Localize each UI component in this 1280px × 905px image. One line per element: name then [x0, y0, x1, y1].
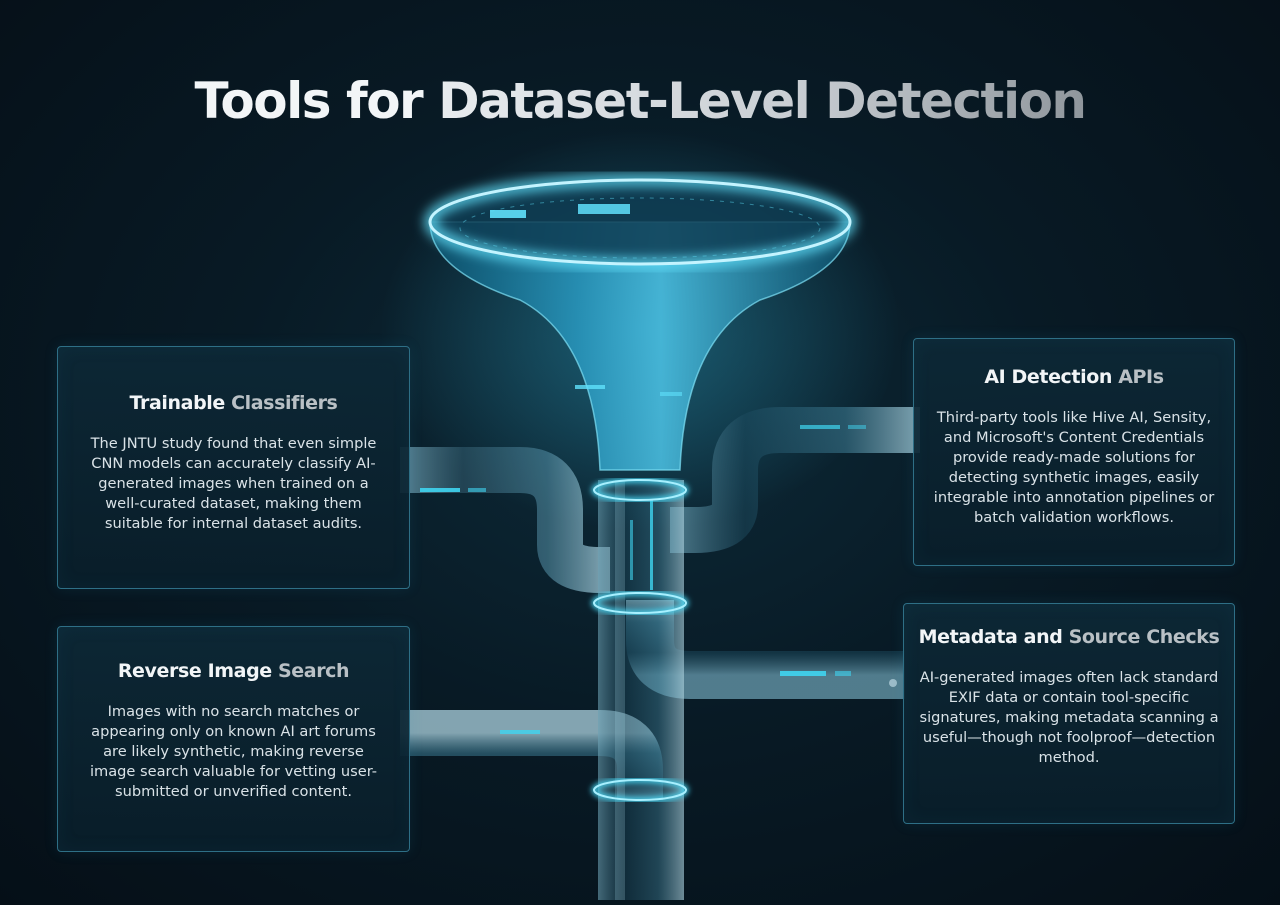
- card-title: AI Detection APIs: [928, 366, 1220, 388]
- card-reverse-image-search: Reverse Image Search Images with no sear…: [57, 626, 410, 852]
- glow-rings: [591, 477, 689, 803]
- card-title-part: Classifiers: [231, 392, 338, 414]
- pipe-right-lower: [626, 600, 905, 699]
- card-title: Metadata and Source Checks: [914, 626, 1224, 648]
- card-title-part: Reverse: [117, 660, 202, 682]
- card-trainable-classifiers: Trainable Classifiers The JNTU study fou…: [57, 346, 410, 589]
- card-title-part: Trainable: [129, 392, 226, 414]
- card-title-part: AI Detection: [984, 366, 1112, 388]
- card-body: The JNTU study found that even simple CN…: [90, 435, 377, 532]
- card-metadata-source-checks: Metadata and Source Checks AI-generated …: [903, 603, 1235, 824]
- card-ai-detection-apis: AI Detection APIs Third-party tools like…: [913, 338, 1235, 566]
- funnel-cone: [425, 175, 855, 471]
- card-title-part: Search: [278, 660, 350, 682]
- page-title: Tools for Dataset-Level Detection: [0, 72, 1280, 130]
- card-title-part: Image: [207, 660, 273, 682]
- funnel-stem: [598, 480, 684, 900]
- title-part-1: Tools for: [194, 72, 423, 130]
- card-title-part: Metadata and: [918, 626, 1063, 648]
- card-body: Third-party tools like Hive AI, Sensity,…: [933, 409, 1215, 526]
- card-title-part: APIs: [1118, 366, 1164, 388]
- card-body: Images with no search matches or appeari…: [89, 703, 378, 800]
- pipe-right-upper: [670, 407, 920, 553]
- title-part-2: Dataset-Level Detection: [438, 72, 1087, 130]
- card-body: AI-generated images often lack standard …: [919, 669, 1219, 766]
- card-title: Trainable Classifiers: [82, 392, 385, 414]
- pipe-left-upper: [400, 447, 610, 593]
- card-title-part: Source Checks: [1068, 626, 1220, 648]
- card-title: Reverse Image Search: [82, 660, 385, 682]
